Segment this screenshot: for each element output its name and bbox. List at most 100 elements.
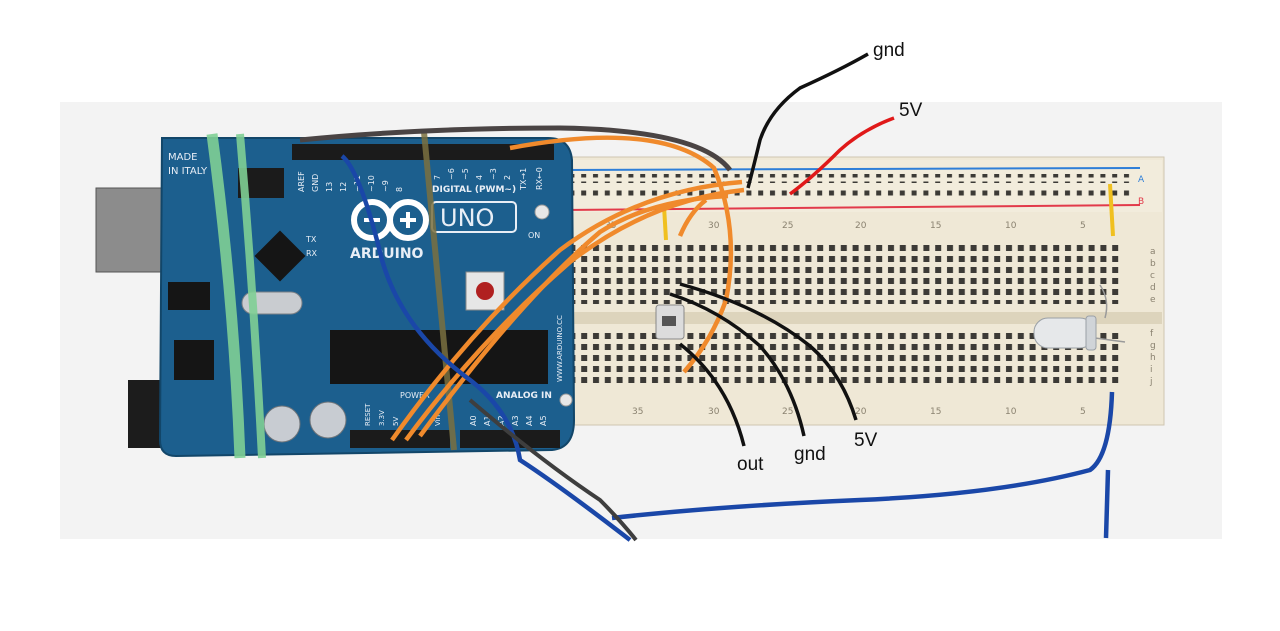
pin-label: A4: [525, 415, 534, 426]
col-number: 35: [632, 407, 643, 417]
col-number: 20: [855, 221, 867, 231]
row-letters: a b c d e f g h i j: [1149, 247, 1156, 387]
annot-line-5v-bottom: [679, 282, 858, 421]
pin-label: RESET: [364, 403, 372, 426]
rubber-band-3: [421, 131, 457, 451]
row-letter: f: [1150, 329, 1154, 339]
pin-label: A2: [497, 415, 506, 426]
col-number: 15: [930, 407, 941, 417]
digital-label: DIGITAL (PWM~): [432, 185, 516, 195]
pin-label: 2: [503, 175, 512, 180]
annot-line-gnd-top: [746, 52, 869, 189]
col-number: 5: [1080, 221, 1086, 231]
rail-line-blue: [562, 167, 1141, 171]
annot-line-5v-top: [788, 116, 895, 196]
pin-label: 8: [395, 187, 404, 192]
row-letter: i: [1150, 365, 1153, 375]
row-letter: d: [1150, 283, 1156, 293]
analog-label: ANALOG IN: [496, 391, 552, 401]
pin-label: ~6: [447, 168, 456, 180]
tx-label: TX: [305, 235, 317, 244]
col-number: 5: [1080, 407, 1086, 417]
annotation-gnd-bottom: gnd: [794, 444, 826, 465]
rail-holes-1: [572, 174, 1132, 183]
reset-button-cap: [476, 282, 494, 300]
column-numbers-bottom: 35 30 25 20 15 10 5: [632, 407, 1086, 417]
capacitor-2: [309, 401, 347, 439]
annot-line-gnd-bottom: [669, 292, 806, 437]
col-number: 15: [930, 221, 941, 231]
col-number: 25: [782, 221, 793, 231]
strip-holes-top: [572, 244, 1120, 304]
made-in-text: MADE: [168, 152, 198, 163]
annotation-lines: [669, 52, 895, 447]
arduino-uno-board: ARDUINO UNO MADE IN ITALY DIGITAL (PWM~)…: [95, 131, 576, 459]
rubber-band-2: [236, 133, 266, 459]
col-number: 20: [855, 407, 867, 417]
header-analog: [460, 430, 560, 448]
yellow-jumper-right: [1108, 183, 1115, 237]
wire-orange-4: [418, 193, 729, 438]
annotation-5v-bottom: 5V: [854, 430, 878, 451]
rail-holes-2: [572, 188, 1132, 197]
pin-label: 12: [339, 182, 348, 192]
pin-label: ~10: [367, 175, 376, 192]
pin-label: RX←0: [535, 167, 544, 190]
pin-label: A1: [483, 415, 492, 426]
rail-label-b: B: [1138, 197, 1144, 207]
rail-label-a: A: [1138, 175, 1145, 185]
col-number: 10: [1005, 221, 1017, 231]
annotation-gnd-top: gnd: [873, 40, 905, 61]
col-number: 10: [1005, 407, 1017, 417]
pin-label: 13: [325, 182, 334, 192]
center-groove: [560, 312, 1162, 324]
annotation-out: out: [737, 454, 764, 475]
voltage-regulator: [174, 340, 214, 380]
wire-orange-5: [677, 198, 708, 237]
annotation-5v-top: 5V: [899, 100, 923, 121]
col-number: 30: [708, 221, 720, 231]
rubber-band-1: [206, 133, 246, 459]
pin-label: Vin: [434, 415, 442, 426]
row-letter: a: [1150, 247, 1156, 257]
row-letter: g: [1150, 341, 1156, 351]
power-label: POWER: [400, 391, 430, 400]
bottom-pin-labels: RESET 3.3V 5V Vin A0 A1 A2 A3 A4 A5: [364, 403, 548, 426]
wire-blue-long: [611, 391, 1115, 539]
website-label: WWW.ARDUINO.CC: [556, 315, 564, 382]
breadboard: A B 35 30 25 20 15 10 5 35 30 25 20 15 1…: [557, 156, 1165, 426]
wire-orange-2: [390, 179, 743, 442]
pin-label: A3: [511, 415, 520, 426]
header-power: [350, 430, 450, 448]
wire-dark-bottom: [468, 398, 638, 542]
pin-label: ~9: [381, 180, 390, 192]
pin-label: 3.3V: [378, 410, 386, 426]
row-letter: e: [1150, 295, 1156, 305]
pin-label: A0: [469, 415, 478, 426]
model-text: UNO: [440, 204, 494, 232]
italy-text: IN ITALY: [168, 166, 208, 177]
yellow-jumper-left: [662, 205, 668, 241]
row-letter: j: [1149, 377, 1153, 387]
pin-label: 4: [475, 175, 484, 180]
col-number: 25: [782, 407, 793, 417]
wire-blue-board: [340, 154, 632, 542]
row-letter: h: [1150, 353, 1156, 363]
wires: [299, 125, 1115, 542]
row-letter: c: [1150, 271, 1155, 281]
mount-hole-2: [559, 393, 573, 407]
pin-label: GND: [311, 174, 320, 192]
mount-hole-1: [534, 204, 550, 220]
rx-label: RX: [306, 249, 318, 258]
pin-label: AREF: [297, 171, 306, 192]
pin-label: 5V: [392, 417, 400, 426]
brand-text: ARDUINO: [350, 246, 424, 262]
ir-receiver: [655, 304, 685, 340]
wire-orange-1: [509, 135, 734, 374]
pin-label: A5: [539, 415, 548, 426]
pin-label: ~5: [461, 168, 470, 180]
capacitor-1: [263, 405, 301, 443]
pin-label: 7: [433, 175, 442, 180]
wire-dark-pin: [299, 125, 732, 172]
digital-pin-labels: AREF GND 13 12 ~11 ~10 ~9 8 7 ~6 ~5 4 ~3…: [297, 167, 544, 192]
